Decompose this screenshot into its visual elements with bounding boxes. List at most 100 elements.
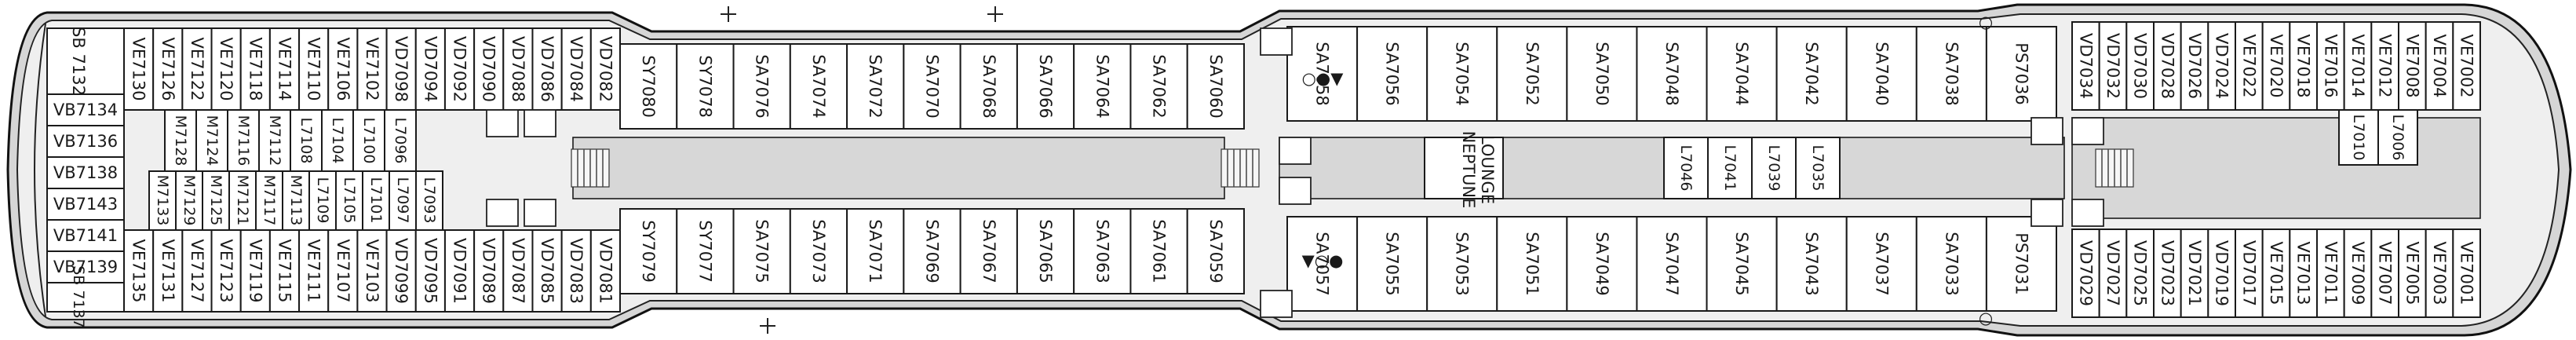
bow-top-cabin-label: VD7026 — [2185, 33, 2204, 99]
fwd-bottom-cabin-label: SA7045 — [1732, 232, 1751, 296]
bow-top-cabin — [2207, 21, 2236, 111]
interior-top-cabin — [290, 109, 323, 172]
fwd-top-cabin-label: SA7054 — [1453, 42, 1472, 106]
interior-bottom-cabin — [148, 170, 177, 231]
lounge-label-1: NEPTUNE — [1459, 131, 1478, 209]
bow-bottom-cabin-label: VE7005 — [2403, 241, 2421, 305]
elevator — [524, 199, 556, 227]
elevator — [2031, 117, 2063, 145]
stern-side-cabin — [46, 27, 125, 95]
fwd-bottom-cabin — [1496, 216, 1568, 312]
bow-top-cabin — [2180, 21, 2209, 111]
interior-bottom-label: M7133 — [154, 175, 171, 226]
fwd-top-cabin — [1566, 26, 1638, 122]
stern-balcony-label: VB7134 — [53, 101, 118, 119]
aft-top-cabin-label: VD7084 — [567, 36, 586, 102]
aft-top-cabin — [414, 27, 446, 111]
fwd-bottom-cabin-label: SA7055 — [1383, 232, 1402, 296]
aft-top-cabin-label: VE7122 — [188, 37, 206, 101]
aft-bottom-cabin-label: VE7127 — [188, 239, 206, 302]
bow-top-cabin-label: VE7008 — [2403, 34, 2421, 97]
aft-bottom-cabin-label: VD7085 — [538, 238, 556, 304]
bow-top-cabin-label: VE7016 — [2321, 34, 2340, 97]
interior-top-label: L7100 — [360, 118, 378, 164]
bow-bottom-cabin-label: VE7011 — [2321, 241, 2340, 305]
fwd-top-cabin — [1845, 26, 1917, 122]
bow-bottom-cabin-label: VE7003 — [2430, 241, 2449, 305]
aft-bottom-cabin-label: VD7081 — [596, 238, 615, 304]
mid-bottom-cabin-label: SA7065 — [1036, 219, 1055, 283]
fwd-bottom-cabin-label: SA7047 — [1662, 232, 1681, 296]
fwd-top-cabin — [1915, 26, 1987, 122]
aft-bottom-cabin-label: VE7107 — [334, 239, 352, 302]
interior-bottom-label: L7101 — [367, 177, 385, 224]
fwd-top-cabin — [1356, 26, 1428, 122]
aft-bottom-cabin — [473, 229, 505, 313]
mid-top-cabin-label: SA7068 — [980, 54, 998, 119]
fwd-top-cabin — [1775, 26, 1848, 122]
bow-bottom-cabin — [2370, 228, 2399, 318]
bow-bottom-cabin — [2153, 228, 2182, 318]
fwd-top-cabin-label: SA7058 — [1313, 42, 1332, 106]
interior-bow-label: L7010 — [2350, 115, 2367, 161]
aft-bottom-cabin — [152, 229, 184, 313]
fwd-bottom-cabin — [1915, 216, 1987, 312]
mid-bottom-cabin-label: SA7075 — [753, 219, 772, 283]
mid-top-cabin-label: SA7060 — [1206, 54, 1225, 119]
aft-top-cabin — [210, 27, 242, 111]
aft-bottom-cabin — [414, 229, 446, 313]
bow-top-cabin-label: VE7004 — [2430, 34, 2449, 97]
bow-top-cabin-label: VE7018 — [2294, 34, 2313, 97]
fwd-bottom-cabin — [1426, 216, 1498, 312]
aft-top-cabin-label: VD7092 — [451, 36, 469, 102]
mid-bottom-cabin — [789, 208, 848, 294]
fwd-top-cabin — [1985, 26, 2058, 122]
mark-circle: ○ — [1979, 13, 1993, 31]
mid-top-cabin — [789, 43, 848, 130]
fwd-top-cabin-label: SA7048 — [1662, 42, 1681, 106]
stern-side-label: SB 7132 — [69, 27, 88, 96]
interior-bottom-label: L7109 — [314, 177, 331, 224]
bow-top-cabin-label: VD7028 — [2158, 33, 2176, 99]
fwd-top-cabin-label: SA7038 — [1942, 42, 1961, 106]
interior-bottom-label: M7117 — [261, 175, 278, 226]
elevator — [1279, 177, 1312, 205]
mid-bottom-cabin — [1186, 208, 1246, 294]
neptune-lounge — [1424, 137, 1504, 199]
bow-bottom-cabin-label: VD7017 — [2239, 240, 2258, 306]
interior-bow-cabin — [2338, 109, 2379, 166]
aft-top-cabin-label: VE7102 — [363, 37, 381, 101]
aft-bottom-cabin — [210, 229, 242, 313]
fwd-bottom-cabin-label: SA7053 — [1453, 232, 1472, 296]
bow-bottom-cabin — [2398, 228, 2427, 318]
interior-top-label: L7104 — [329, 118, 346, 164]
fwd-top-cabin — [1636, 26, 1708, 122]
aft-bottom-cabin — [531, 229, 563, 313]
fwd-bottom-cabin-label: SA7043 — [1802, 232, 1821, 296]
mid-bottom-cabin — [732, 208, 791, 294]
bow-top-cabin-label: VD7034 — [2076, 33, 2095, 99]
aft-bottom-cabin-label: VD7083 — [567, 238, 586, 304]
fwd-bottom-cabin — [1286, 216, 1359, 312]
interior-bottom-label: L7093 — [421, 177, 438, 224]
bow-bottom-cabin — [2207, 228, 2236, 318]
bow-top-cabin — [2098, 21, 2128, 111]
aft-top-cabin-label: VE7120 — [217, 37, 235, 101]
deck-fixtures — [486, 27, 2134, 318]
aft-top-cabin-label: VE7106 — [334, 37, 352, 101]
elevator — [486, 199, 519, 227]
aft-bottom-cabin-label: VE7111 — [305, 239, 323, 302]
bow-top-cabin-label: VE7012 — [2376, 34, 2395, 97]
aft-top-cabin-label: VE7118 — [246, 37, 265, 101]
mid-top-cabin-label: SA7074 — [809, 54, 828, 119]
mid-bottom-cabin — [846, 208, 905, 294]
interior-top-label: L7108 — [297, 118, 315, 164]
interior-bottom-cabin — [362, 170, 390, 231]
interior-fwd-cabin — [1795, 137, 1841, 199]
mid-bottom-cabin — [1129, 208, 1188, 294]
interior-bottom-label: M7125 — [207, 175, 224, 226]
aft-top-cabin-label: VE7130 — [130, 37, 148, 101]
elevator — [1260, 290, 1293, 318]
